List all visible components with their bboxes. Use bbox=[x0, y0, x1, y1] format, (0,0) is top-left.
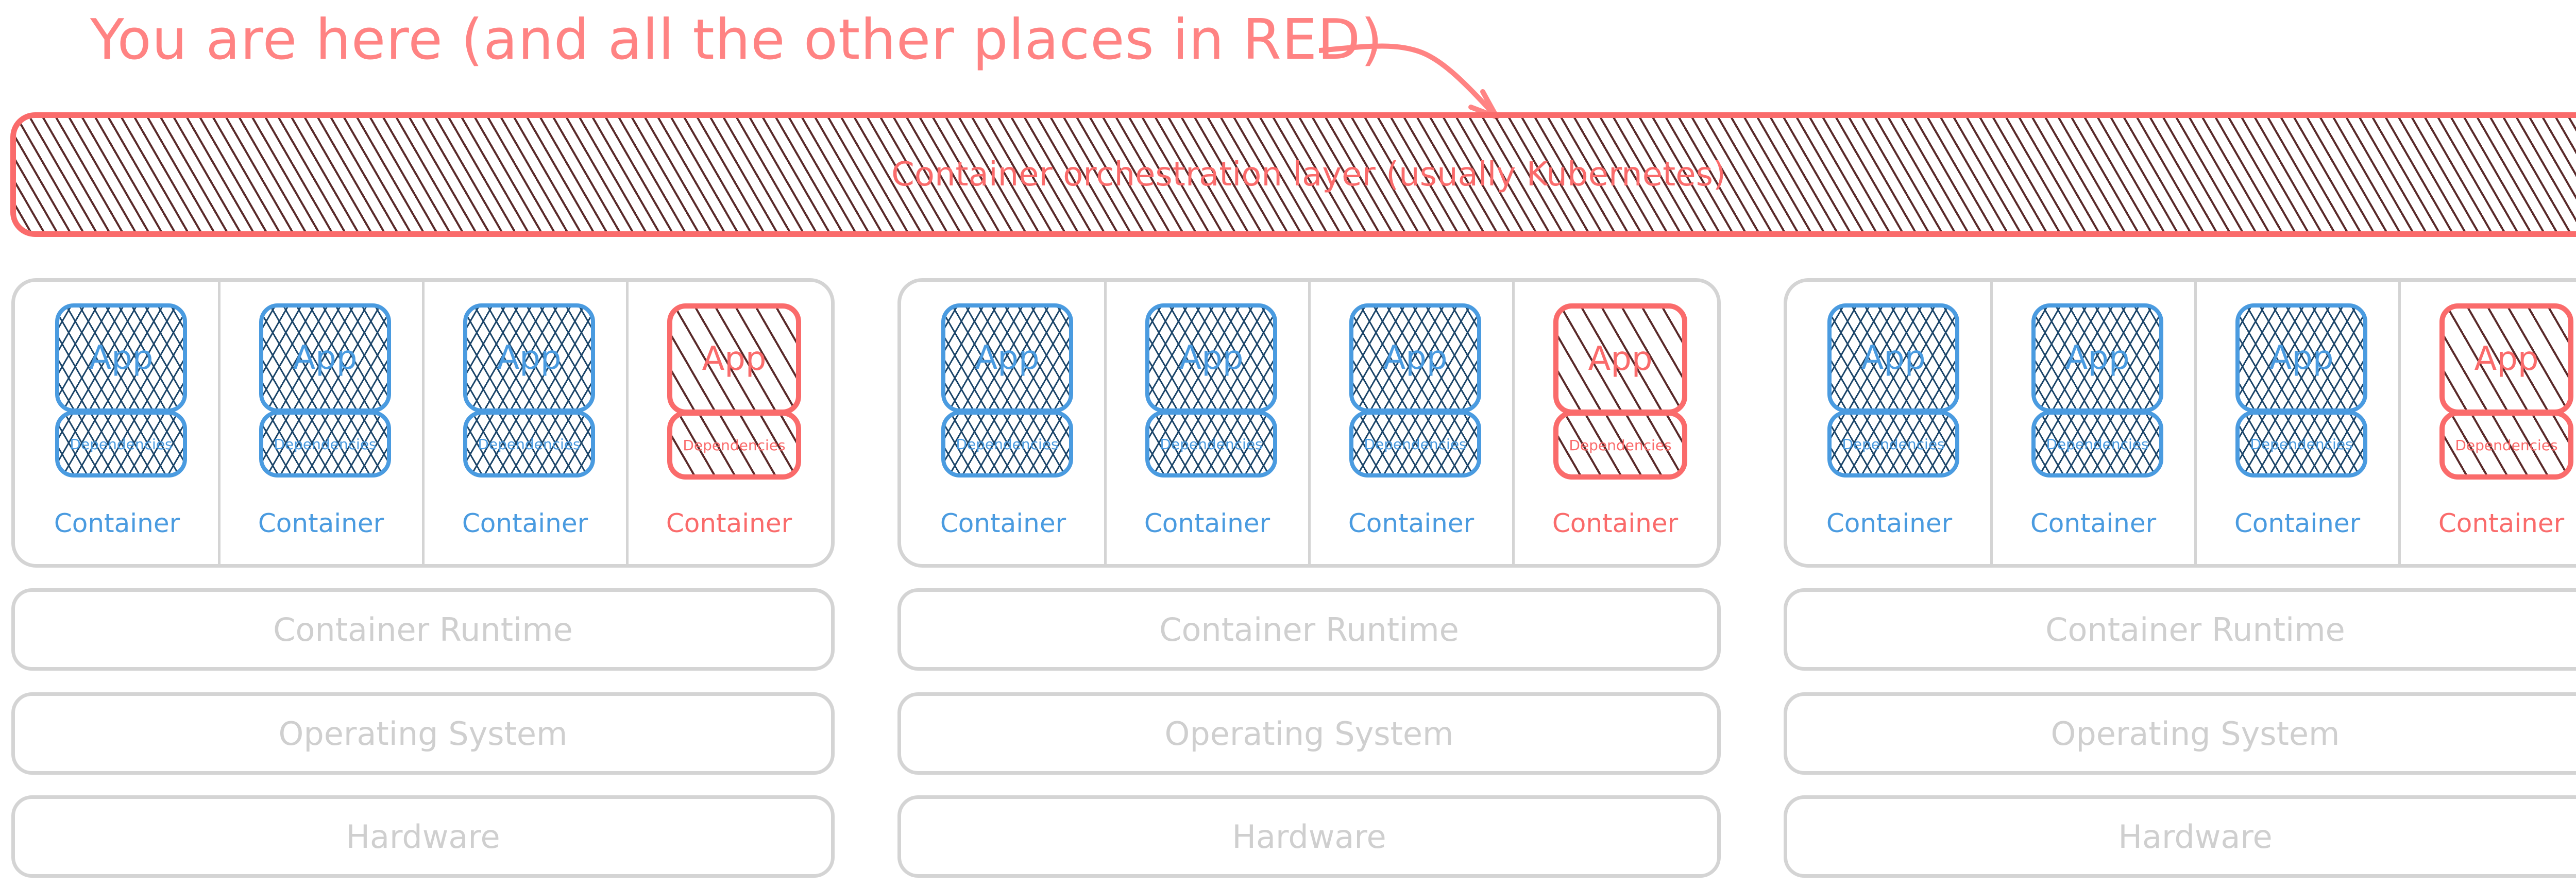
app-box: App bbox=[259, 303, 391, 413]
app-label: App bbox=[1861, 339, 1926, 377]
app-box: App bbox=[667, 303, 801, 415]
app-box: App bbox=[1553, 303, 1687, 415]
app-label: App bbox=[2269, 339, 2334, 377]
dependencies-label: Dependencies bbox=[1364, 435, 1467, 453]
orchestration-hatch bbox=[16, 118, 2576, 231]
dependencies-box: Dependencies bbox=[1827, 411, 1959, 477]
app-label: App bbox=[1588, 340, 1653, 378]
container-label: Container bbox=[1144, 508, 1270, 538]
app-label: App bbox=[1179, 339, 1244, 377]
container-label: Container bbox=[54, 508, 180, 538]
container-label: Container bbox=[2234, 508, 2361, 538]
container-divider bbox=[2194, 282, 2197, 564]
app-box: App bbox=[55, 303, 187, 413]
app-label: App bbox=[293, 339, 358, 377]
layer-operating-system: Operating System bbox=[11, 692, 835, 775]
container-label: Container bbox=[940, 508, 1066, 538]
layer-hardware: Hardware bbox=[11, 795, 835, 878]
layer-container-runtime: Container Runtime bbox=[897, 588, 1721, 671]
app-label: App bbox=[2065, 339, 2130, 377]
layer-container-runtime: Container Runtime bbox=[11, 588, 835, 671]
layer-operating-system: Operating System bbox=[1784, 692, 2576, 775]
app-box: App bbox=[2235, 303, 2367, 413]
container-divider bbox=[1512, 282, 1515, 564]
layer-hardware: Hardware bbox=[1784, 795, 2576, 878]
app-box: App bbox=[1349, 303, 1481, 413]
dependencies-box: Dependencies bbox=[667, 411, 801, 480]
container-divider bbox=[626, 282, 629, 564]
container-label: Container bbox=[1826, 508, 1953, 538]
app-box: App bbox=[463, 303, 595, 413]
app-label: App bbox=[1383, 339, 1448, 377]
container-divider bbox=[1104, 282, 1107, 564]
orchestration-layer: Container orchestration layer (usually K… bbox=[10, 112, 2576, 237]
container-divider bbox=[422, 282, 425, 564]
dependencies-label: Dependencies bbox=[478, 435, 581, 453]
container-label: Container bbox=[666, 508, 792, 538]
dependencies-label: Dependencies bbox=[956, 435, 1059, 453]
dependencies-label: Dependencies bbox=[1569, 436, 1672, 454]
container-label: Container bbox=[1552, 508, 1679, 538]
dependencies-label: Dependencies bbox=[2250, 435, 2353, 453]
layer-container-runtime: Container Runtime bbox=[1784, 588, 2576, 671]
app-box: App bbox=[1827, 303, 1959, 413]
dependencies-box: Dependencies bbox=[463, 411, 595, 477]
dependencies-box: Dependencies bbox=[1349, 411, 1481, 477]
app-label: App bbox=[702, 340, 767, 378]
app-box: App bbox=[941, 303, 1073, 413]
dependencies-label: Dependencies bbox=[1842, 435, 1945, 453]
dependencies-label: Dependencies bbox=[683, 436, 786, 454]
dependencies-box: Dependencies bbox=[1145, 411, 1277, 477]
container-label: Container bbox=[462, 508, 588, 538]
orchestration-label: Container orchestration layer (usually K… bbox=[891, 156, 1726, 194]
pointer-arrow-icon bbox=[1319, 43, 1499, 120]
container-divider bbox=[218, 282, 221, 564]
layer-hardware: Hardware bbox=[897, 795, 1721, 878]
dependencies-box: Dependencies bbox=[55, 411, 187, 477]
dependencies-label: Dependencies bbox=[70, 435, 173, 453]
dependencies-box: Dependencies bbox=[2439, 411, 2573, 480]
layer-operating-system: Operating System bbox=[897, 692, 1721, 775]
dependencies-box: Dependencies bbox=[1553, 411, 1687, 480]
dependencies-box: Dependencies bbox=[259, 411, 391, 477]
app-label: App bbox=[2474, 340, 2539, 378]
dependencies-label: Dependencies bbox=[1160, 435, 1263, 453]
app-label: App bbox=[497, 339, 562, 377]
dependencies-label: Dependencies bbox=[274, 435, 377, 453]
app-box: App bbox=[1145, 303, 1277, 413]
dependencies-box: Dependencies bbox=[2235, 411, 2367, 477]
app-label: App bbox=[89, 339, 154, 377]
container-label: Container bbox=[2438, 508, 2565, 538]
app-label: App bbox=[975, 339, 1040, 377]
container-label: Container bbox=[2030, 508, 2157, 538]
dependencies-label: Dependencies bbox=[2046, 435, 2149, 453]
dependencies-label: Dependencies bbox=[2455, 436, 2558, 454]
container-label: Container bbox=[1348, 508, 1475, 538]
dependencies-box: Dependencies bbox=[941, 411, 1073, 477]
dependencies-box: Dependencies bbox=[2031, 411, 2163, 477]
you-are-here-annotation: You are here (and all the other places i… bbox=[90, 8, 1383, 72]
app-box: App bbox=[2031, 303, 2163, 413]
container-divider bbox=[2398, 282, 2401, 564]
app-box: App bbox=[2439, 303, 2573, 415]
container-divider bbox=[1308, 282, 1311, 564]
container-divider bbox=[1990, 282, 1993, 564]
container-label: Container bbox=[258, 508, 384, 538]
